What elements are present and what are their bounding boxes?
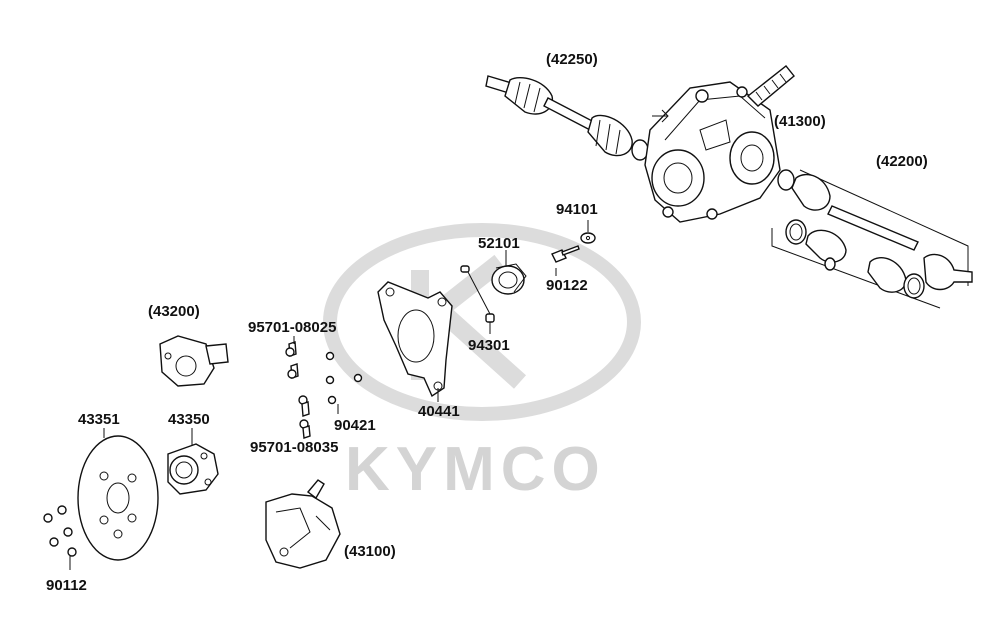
pin-94301[interactable]	[460, 265, 495, 323]
brake-disc-43351[interactable]	[77, 435, 159, 561]
label-43100: (43100)	[344, 543, 396, 560]
label-90421: 90421	[334, 417, 376, 434]
bolt-95701-08035[interactable]	[298, 395, 311, 439]
label-41300: (41300)	[774, 113, 826, 130]
label-40441: 40441	[418, 403, 460, 420]
bolt-90112[interactable]	[43, 505, 77, 557]
label-94101: 94101	[556, 201, 598, 218]
label-43350: 43350	[168, 411, 210, 428]
label-42250: (42250)	[546, 51, 598, 68]
label-52101: 52101	[478, 235, 520, 252]
washer-94101[interactable]	[580, 232, 596, 244]
label-90122: 90122	[546, 277, 588, 294]
label-94301: 94301	[468, 337, 510, 354]
bolt-90122[interactable]	[551, 245, 580, 263]
differential-assembly-41300[interactable]	[644, 65, 795, 223]
leader-lines	[69, 220, 589, 570]
watermark-ring-outer	[323, 223, 641, 421]
kymco-watermark	[323, 223, 641, 421]
washer-90421[interactable]	[325, 351, 363, 405]
drive-shaft-42200[interactable]	[771, 169, 973, 309]
label-95701-08025: 95701-08025	[248, 319, 336, 336]
label-42200: (42200)	[876, 153, 928, 170]
brake-caliper-43100[interactable]	[265, 479, 341, 569]
bearing-52101[interactable]	[491, 263, 527, 295]
label-43200: (43200)	[148, 303, 200, 320]
label-43351: 43351	[78, 411, 120, 428]
watermark-brand-text: KYMCO	[345, 435, 606, 504]
hub-carrier-43200[interactable]	[159, 335, 229, 387]
bolt-95701-08025[interactable]	[285, 341, 299, 379]
wheel-hub-43350[interactable]	[167, 443, 219, 495]
label-90112: 90112	[46, 577, 87, 594]
bracket-40441[interactable]	[377, 281, 453, 398]
drive-shaft-42250[interactable]	[485, 75, 649, 161]
label-95701-08035: 95701-08035	[250, 439, 338, 456]
